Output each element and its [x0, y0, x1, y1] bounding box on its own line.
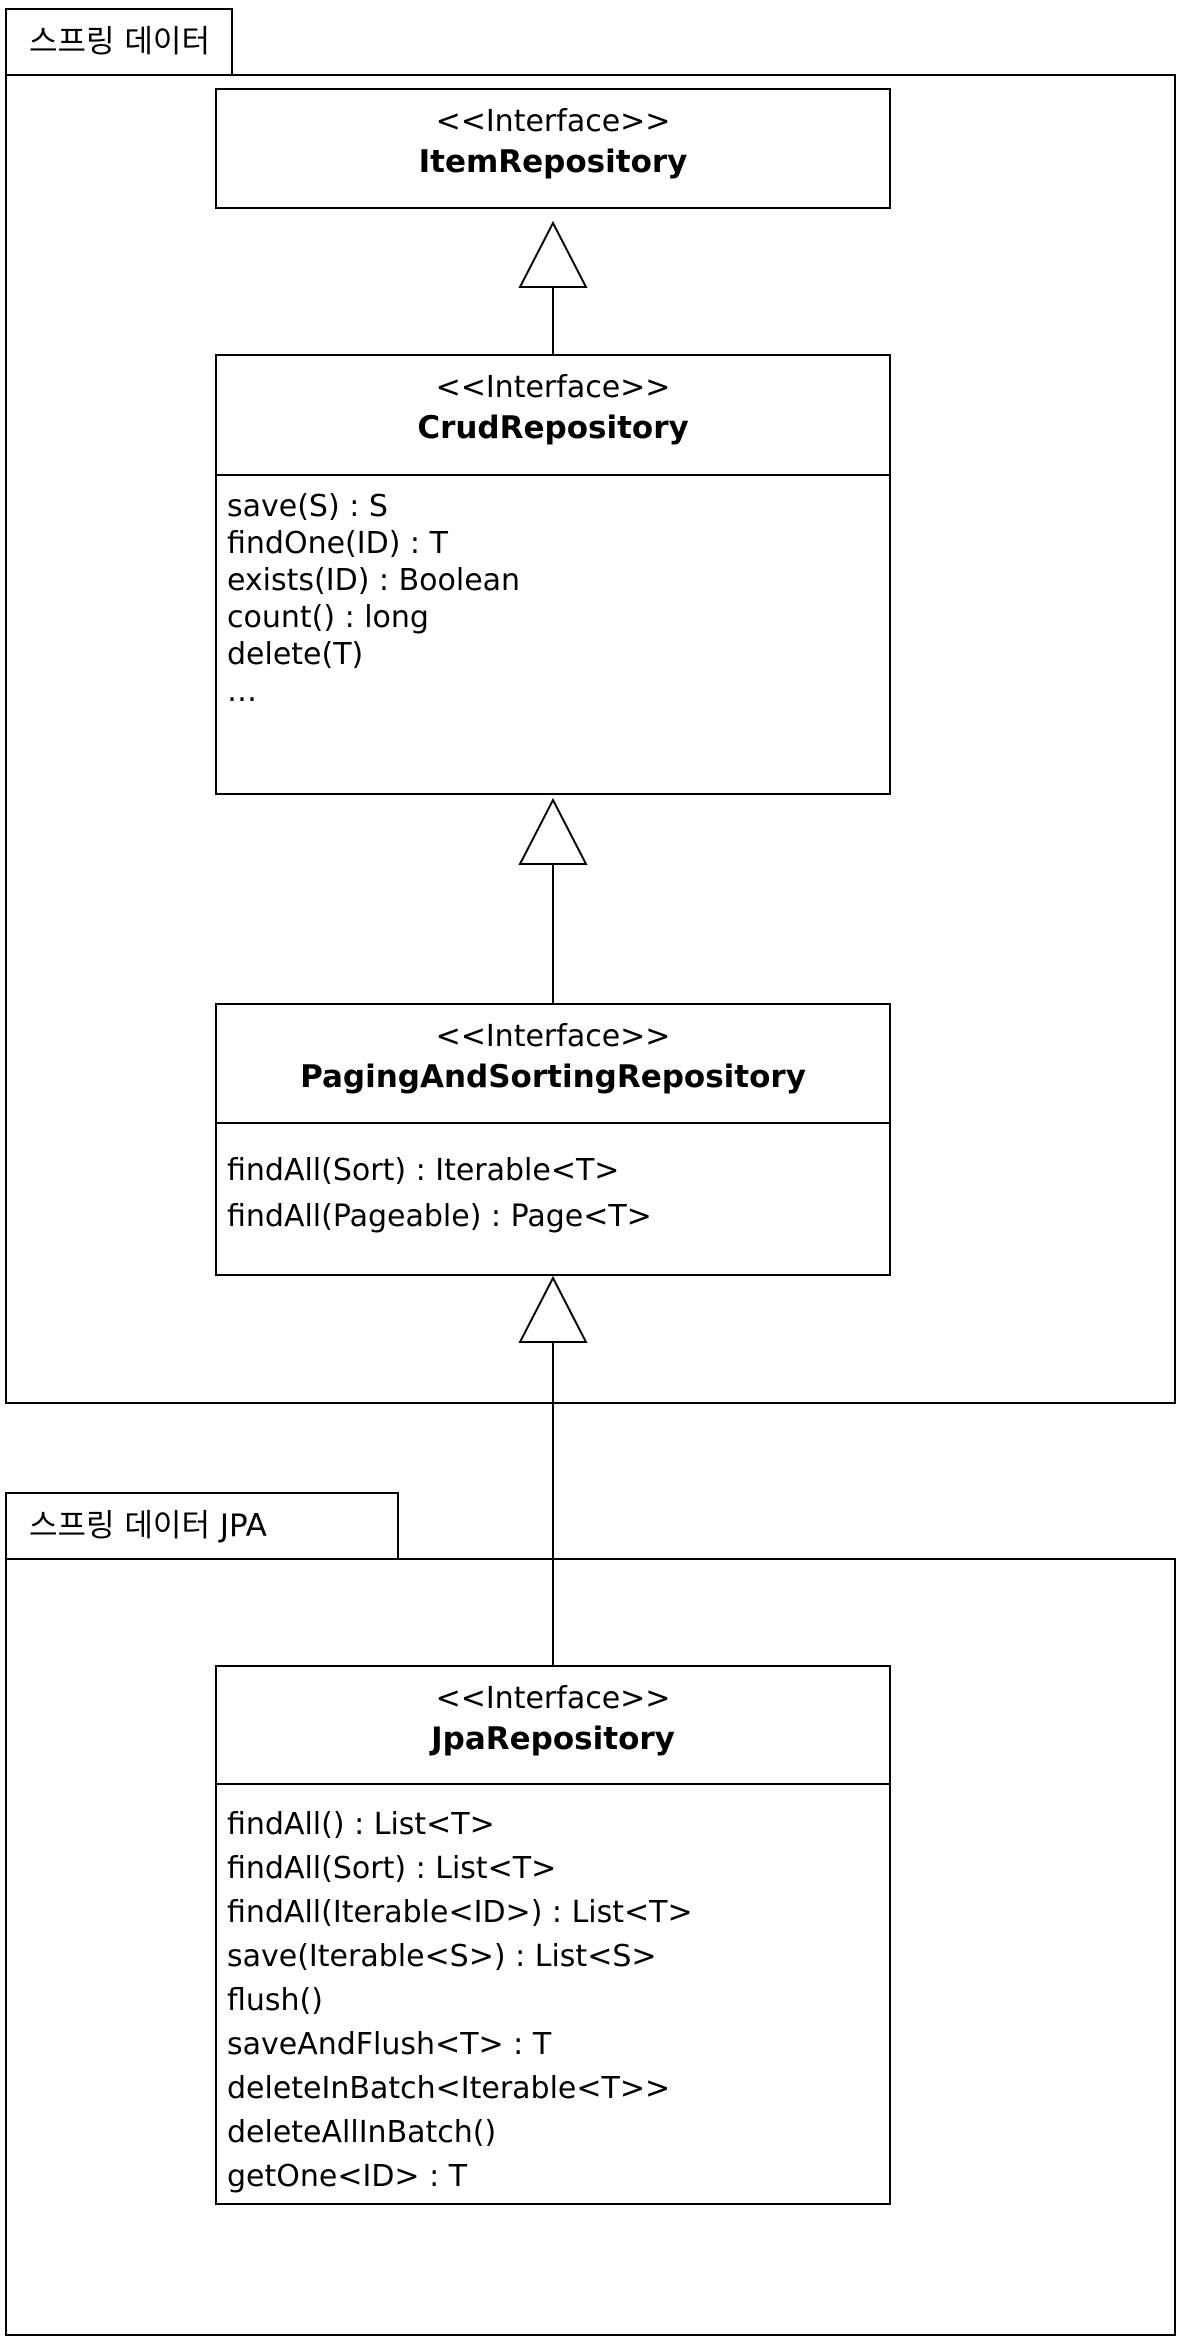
member-row: findAll(Sort) : Iterable<T>: [227, 1153, 620, 1188]
paging-repository-header: <<Interface>> PagingAndSortingRepository: [217, 1005, 889, 1124]
paging-repository-stereotype: <<Interface>>: [435, 1019, 671, 1054]
member-row: save(Iterable<S>) : List<S>: [227, 1939, 657, 1974]
spring-data-package-label: 스프링 데이터: [29, 23, 210, 60]
spring-data-package-tab[interactable]: 스프링 데이터: [5, 8, 233, 76]
member-row: findAll(Pageable) : Page<T>: [227, 1199, 652, 1234]
jpa-repository-members: findAll() : List<T> findAll(Sort) : List…: [217, 1785, 889, 2211]
generalization-line-jpa-to-paging: [552, 1343, 554, 1665]
member-row: exists(ID) : Boolean: [227, 563, 521, 598]
class-box-jpa-repository[interactable]: <<Interface>> JpaRepository findAll() : …: [215, 1665, 891, 2205]
jpa-repository-header: <<Interface>> JpaRepository: [217, 1667, 889, 1785]
member-row: flush(): [227, 1983, 323, 2018]
member-row: …: [227, 674, 257, 709]
member-row: findAll(Sort) : List<T>: [227, 1851, 557, 1886]
member-row: findAll(Iterable<ID>) : List<T>: [227, 1895, 693, 1930]
crud-repository-header: <<Interface>> CrudRepository: [217, 356, 889, 476]
member-row: deleteInBatch<Iterable<T>>: [227, 2071, 671, 2106]
generalization-line-crud-to-item: [552, 288, 554, 355]
item-repository-stereotype: <<Interface>>: [435, 104, 671, 139]
crud-repository-stereotype: <<Interface>>: [435, 370, 671, 405]
paging-repository-members: findAll(Sort) : Iterable<T> findAll(Page…: [217, 1124, 889, 1252]
generalization-line-paging-to-crud: [552, 865, 554, 1004]
member-row: delete(T): [227, 637, 364, 672]
member-row: getOne<ID> : T: [227, 2159, 468, 2194]
paging-repository-name: PagingAndSortingRepository: [300, 1059, 806, 1095]
generalization-arrow-paging-to-crud: [518, 798, 588, 866]
jpa-repository-name: JpaRepository: [431, 1721, 675, 1757]
crud-repository-members: save(S) : S findOne(ID) : T exists(ID) :…: [217, 476, 889, 722]
generalization-arrow-jpa-to-paging: [518, 1276, 588, 1344]
item-repository-header: <<Interface>> ItemRepository: [217, 90, 889, 193]
spring-data-jpa-package-tab[interactable]: 스프링 데이터 JPA: [5, 1492, 399, 1560]
member-row: count() : long: [227, 600, 429, 635]
generalization-arrow-crud-to-item: [518, 221, 588, 289]
class-box-crud-repository[interactable]: <<Interface>> CrudRepository save(S) : S…: [215, 354, 891, 795]
jpa-repository-stereotype: <<Interface>>: [435, 1681, 671, 1716]
member-row: save(S) : S: [227, 489, 388, 524]
member-row: findOne(ID) : T: [227, 526, 448, 561]
member-row: deleteAllInBatch(): [227, 2115, 497, 2150]
class-box-paging-and-sorting-repository[interactable]: <<Interface>> PagingAndSortingRepository…: [215, 1003, 891, 1276]
class-box-item-repository[interactable]: <<Interface>> ItemRepository: [215, 88, 891, 209]
member-row: findAll() : List<T>: [227, 1807, 495, 1842]
item-repository-name: ItemRepository: [418, 144, 688, 180]
crud-repository-name: CrudRepository: [417, 410, 689, 446]
member-row: saveAndFlush<T> : T: [227, 2027, 552, 2062]
spring-data-jpa-package-label: 스프링 데이터 JPA: [29, 1507, 267, 1544]
